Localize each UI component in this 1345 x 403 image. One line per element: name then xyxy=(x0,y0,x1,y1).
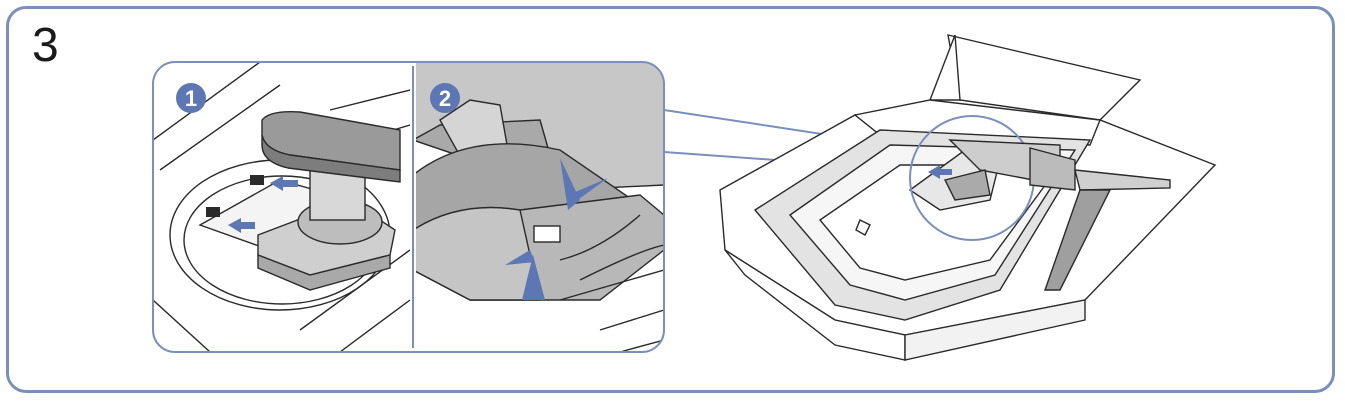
callout-label-2: 2 xyxy=(439,86,451,111)
inset-panel-2 xyxy=(416,62,664,352)
arrow-mark-3 xyxy=(928,165,952,179)
inset-border xyxy=(152,61,665,353)
arrow-marks-1 xyxy=(228,176,298,233)
callout-badge-1: 1 xyxy=(176,83,206,113)
callout-badge-2: 2 xyxy=(430,83,460,113)
step-number: 3 xyxy=(32,19,59,72)
callout-label-1: 1 xyxy=(185,86,197,111)
monitor-box xyxy=(719,34,1217,361)
arrow-marks-2 xyxy=(505,158,608,300)
inset-panel-1 xyxy=(153,62,410,352)
